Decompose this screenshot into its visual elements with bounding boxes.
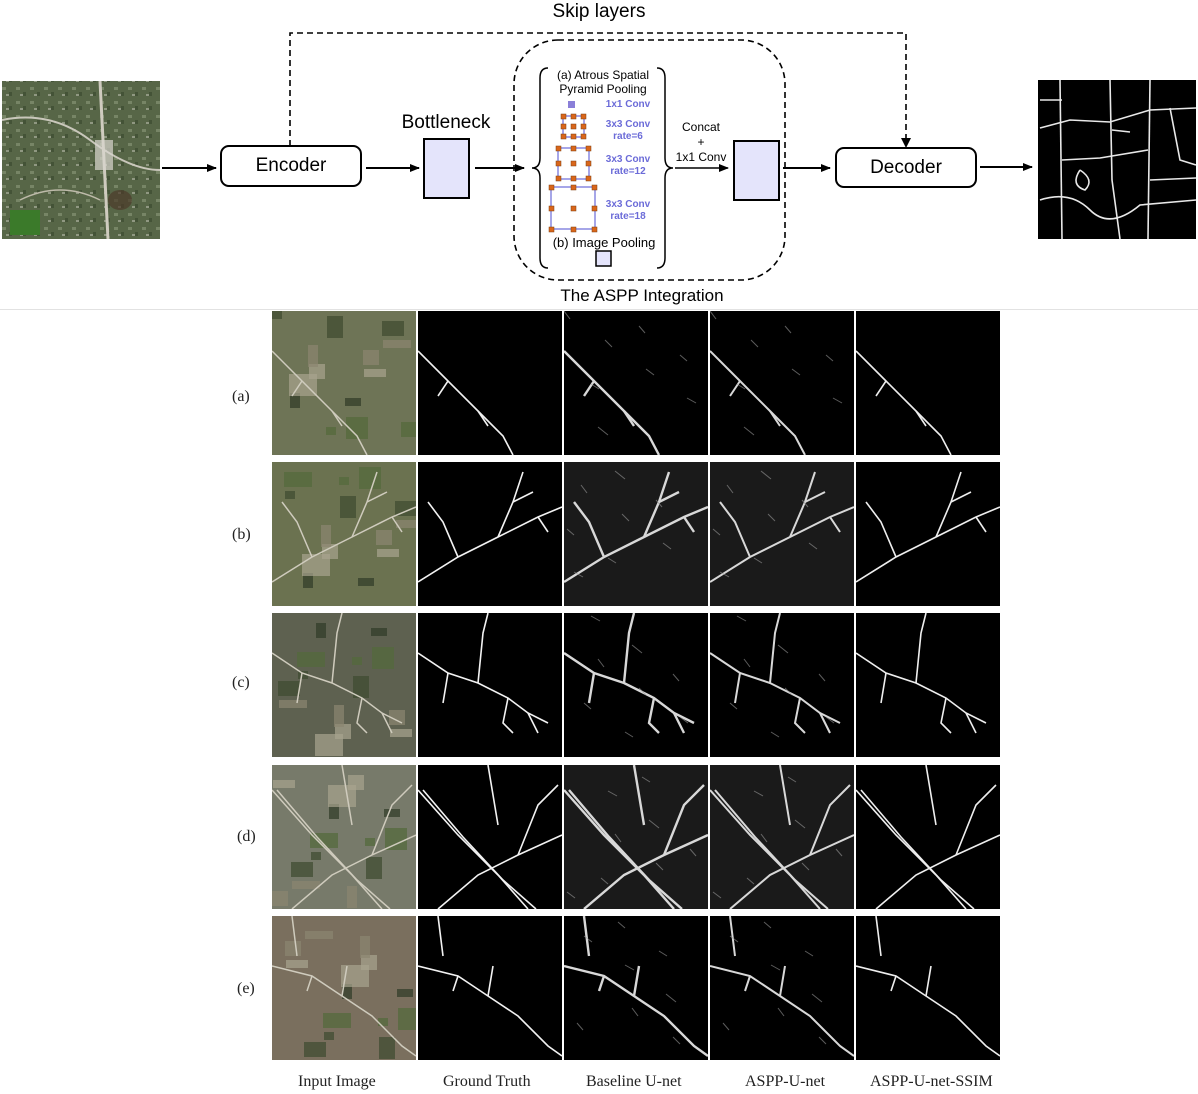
col-label-input: Input Image (298, 1073, 376, 1090)
aspp-container (513, 39, 786, 281)
aspp-a-label: (a) Atrous Spatial Pyramid Pooling (556, 68, 650, 96)
skip-connection (289, 32, 907, 146)
decoder-label: Decoder (870, 157, 942, 178)
thumb-b-ground-truth (418, 462, 562, 606)
left-brace (531, 67, 549, 269)
conv-rate12-kernel (555, 145, 592, 182)
col-label-aspp: ASPP-U-net (745, 1073, 826, 1090)
decoder-box (835, 147, 977, 188)
encoder-box (220, 145, 362, 187)
conv-rate18-kernel (548, 184, 598, 233)
thumb-c-aspp-unet (710, 613, 854, 757)
thumb-a-ground-truth (418, 311, 562, 455)
row-label-b: (b) (232, 526, 251, 543)
thumb-e-input (272, 916, 416, 1060)
thumb-b-baseline-unet (564, 462, 708, 606)
col-label-ground-truth: Ground Truth (443, 1073, 531, 1090)
input-satellite-image (1, 80, 161, 240)
conv-rate6-kernel (560, 113, 587, 140)
right-brace (656, 67, 674, 269)
thumb-a-baseline-unet (564, 311, 708, 455)
encoder-label: Encoder (255, 155, 327, 176)
thumb-a-aspp-unet (710, 311, 854, 455)
thumb-d-input (272, 765, 416, 909)
thumb-c-aspp-unet-ssim (856, 613, 1000, 757)
bottleneck-box (423, 138, 470, 199)
conv1-label: 1x1 Conv (605, 99, 651, 110)
concat-label: Concat+1x1 Conv (675, 120, 727, 164)
row-label-d: (d) (237, 828, 256, 845)
thumb-c-baseline-unet (564, 613, 708, 757)
thumb-d-aspp-unet-ssim (856, 765, 1000, 909)
output-road-mask (1038, 79, 1197, 240)
col-label-aspp-ssim: ASPP-U-net-SSIM (870, 1073, 993, 1090)
thumb-e-aspp-unet-ssim (856, 916, 1000, 1060)
conv1-kernel (568, 101, 575, 108)
thumb-c-ground-truth (418, 613, 562, 757)
row-label-a: (a) (232, 388, 250, 405)
concat-output-box (733, 140, 780, 201)
thumb-a-aspp-unet-ssim (856, 311, 1000, 455)
thumb-b-aspp-unet (710, 462, 854, 606)
thumb-d-baseline-unet (564, 765, 708, 909)
image-pooling-label: (b) Image Pooling (552, 235, 656, 250)
architecture-diagram (1, 32, 1197, 281)
col-label-baseline: Baseline U-net (586, 1073, 682, 1090)
thumb-b-aspp-unet-ssim (856, 462, 1000, 606)
thumb-e-ground-truth (418, 916, 562, 1060)
thumb-e-baseline-unet (564, 916, 708, 1060)
image-pooling-box (595, 250, 612, 267)
section-divider (0, 309, 1198, 310)
thumb-e-aspp-unet (710, 916, 854, 1060)
row-label-c: (c) (232, 674, 250, 691)
skip-layers-label: Skip layers (552, 1, 646, 22)
thumb-a-input (272, 311, 416, 455)
thumb-d-aspp-unet (710, 765, 854, 909)
thumb-b-input (272, 462, 416, 606)
row-label-e: (e) (237, 980, 255, 997)
aspp-title: The ASPP Integration (560, 286, 724, 305)
thumb-c-input (272, 613, 416, 757)
thumb-d-ground-truth (418, 765, 562, 909)
bottleneck-label: Bottleneck (401, 112, 491, 133)
